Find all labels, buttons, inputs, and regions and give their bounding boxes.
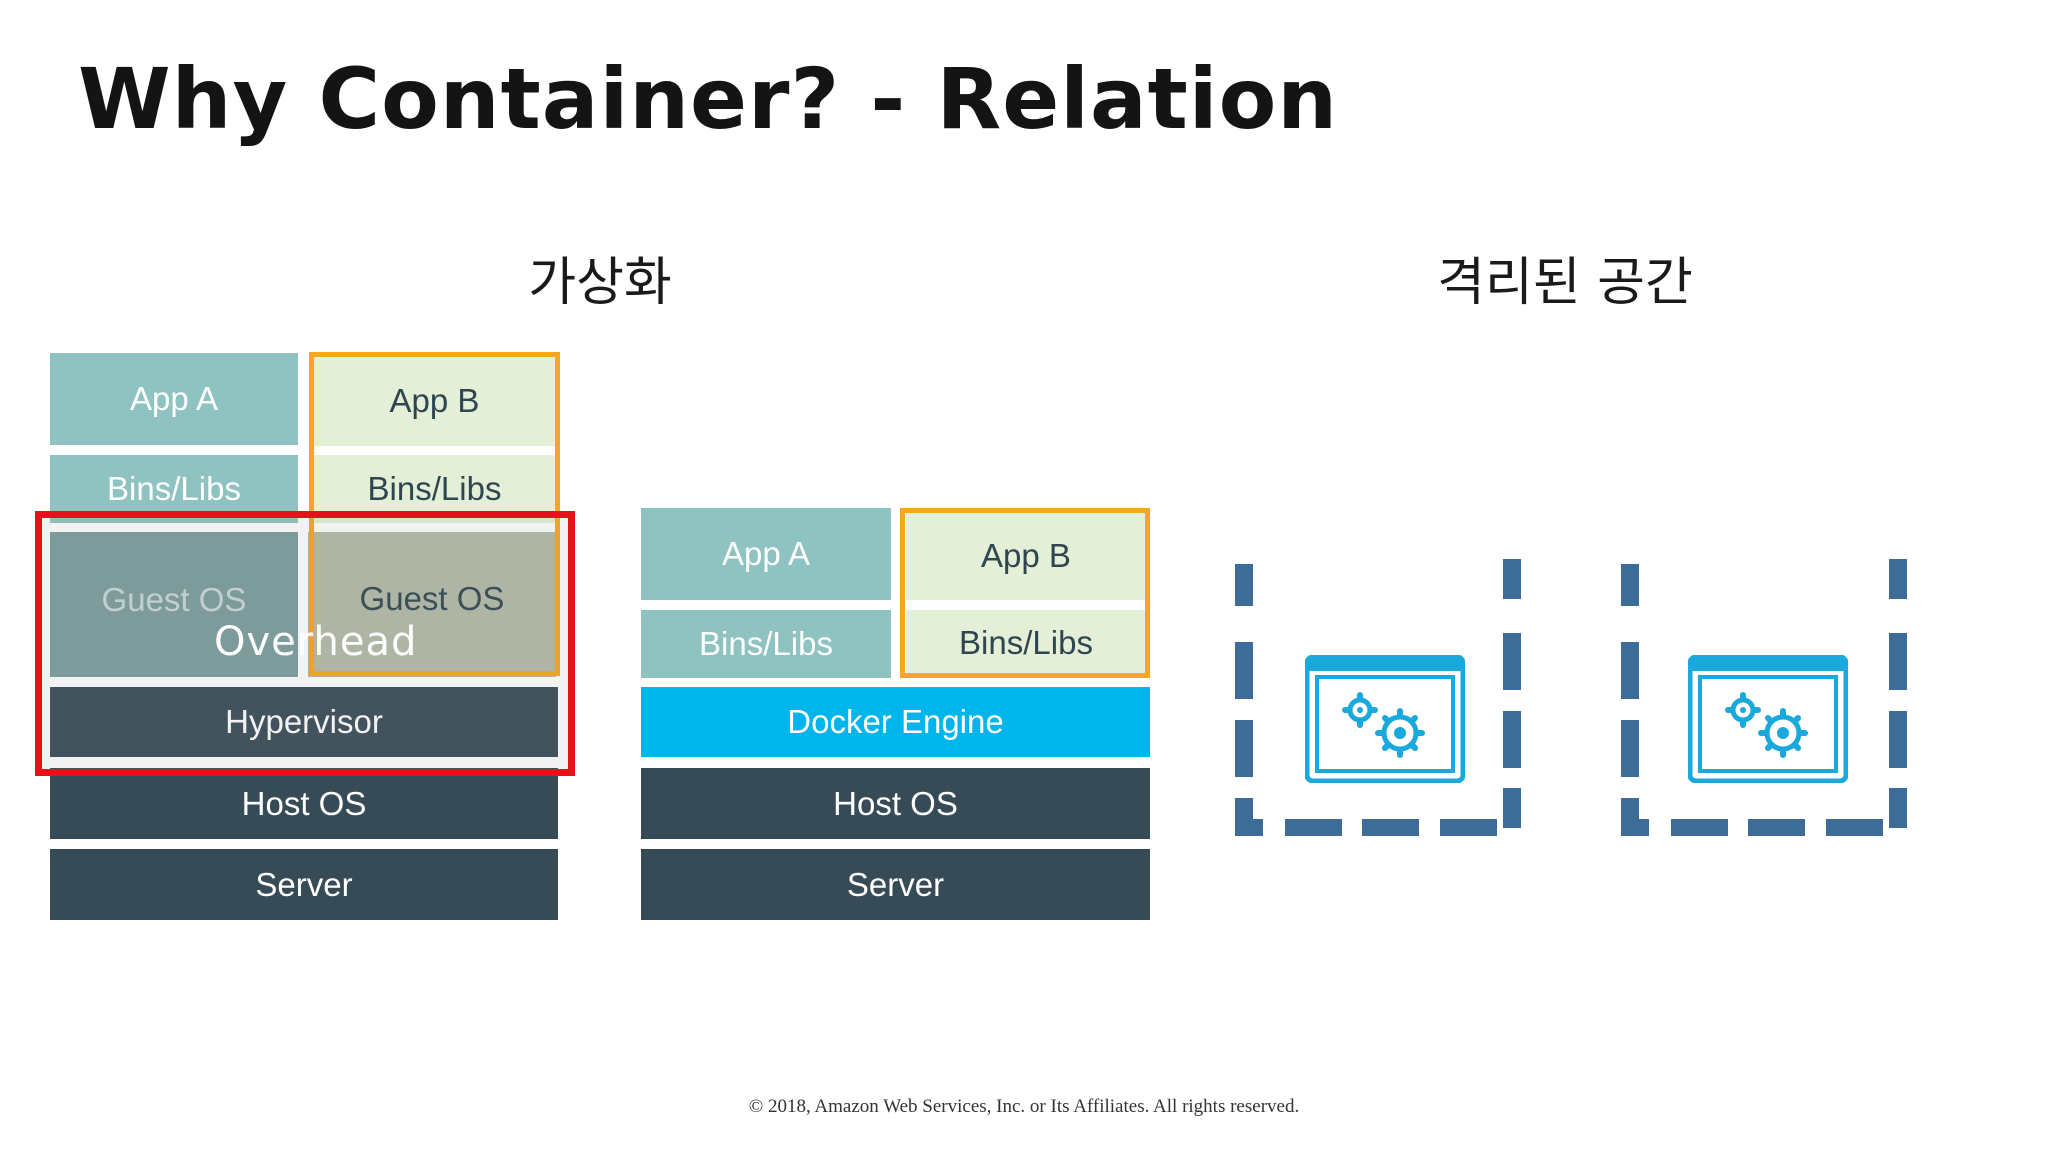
vm-server: Server — [50, 849, 558, 920]
container-window-gears-icon — [1688, 655, 1848, 783]
container-app-a: App A — [641, 508, 891, 600]
container-app-b-highlight — [900, 508, 1150, 678]
container-bins-libs-a: Bins/Libs — [641, 610, 891, 678]
dashed-container-border — [1235, 559, 1521, 836]
vm-app-b: App B — [313, 356, 556, 446]
docker-engine: Docker Engine — [641, 687, 1150, 757]
container-bins-libs-b: Bins/Libs — [906, 610, 1146, 676]
overhead-highlight — [35, 511, 575, 776]
virtualization-label: 가상화 — [528, 253, 672, 313]
isolated-container-2 — [1616, 555, 1916, 845]
overhead-label: Overhead — [214, 619, 418, 665]
copyright-footer: © 2018, Amazon Web Services, Inc. or Its… — [748, 1096, 1300, 1117]
container-host-os: Host OS — [641, 768, 1150, 839]
vm-guest-os-b: Guest OS — [308, 532, 556, 677]
container-server: Server — [641, 849, 1150, 920]
page-title: Why Container? - Relation — [78, 50, 1339, 148]
vm-guest-os-a: Guest OS — [50, 532, 298, 677]
container-window-gears-icon — [1305, 655, 1465, 783]
isolated-space-label: 격리된 공간 — [1437, 253, 1693, 313]
isolated-container-1 — [1230, 555, 1530, 845]
dashed-container-border — [1621, 559, 1907, 836]
vm-app-a: App A — [50, 353, 298, 445]
container-app-b: App B — [906, 511, 1146, 600]
vm-hypervisor: Hypervisor — [50, 687, 558, 757]
vm-host-os: Host OS — [50, 768, 558, 839]
